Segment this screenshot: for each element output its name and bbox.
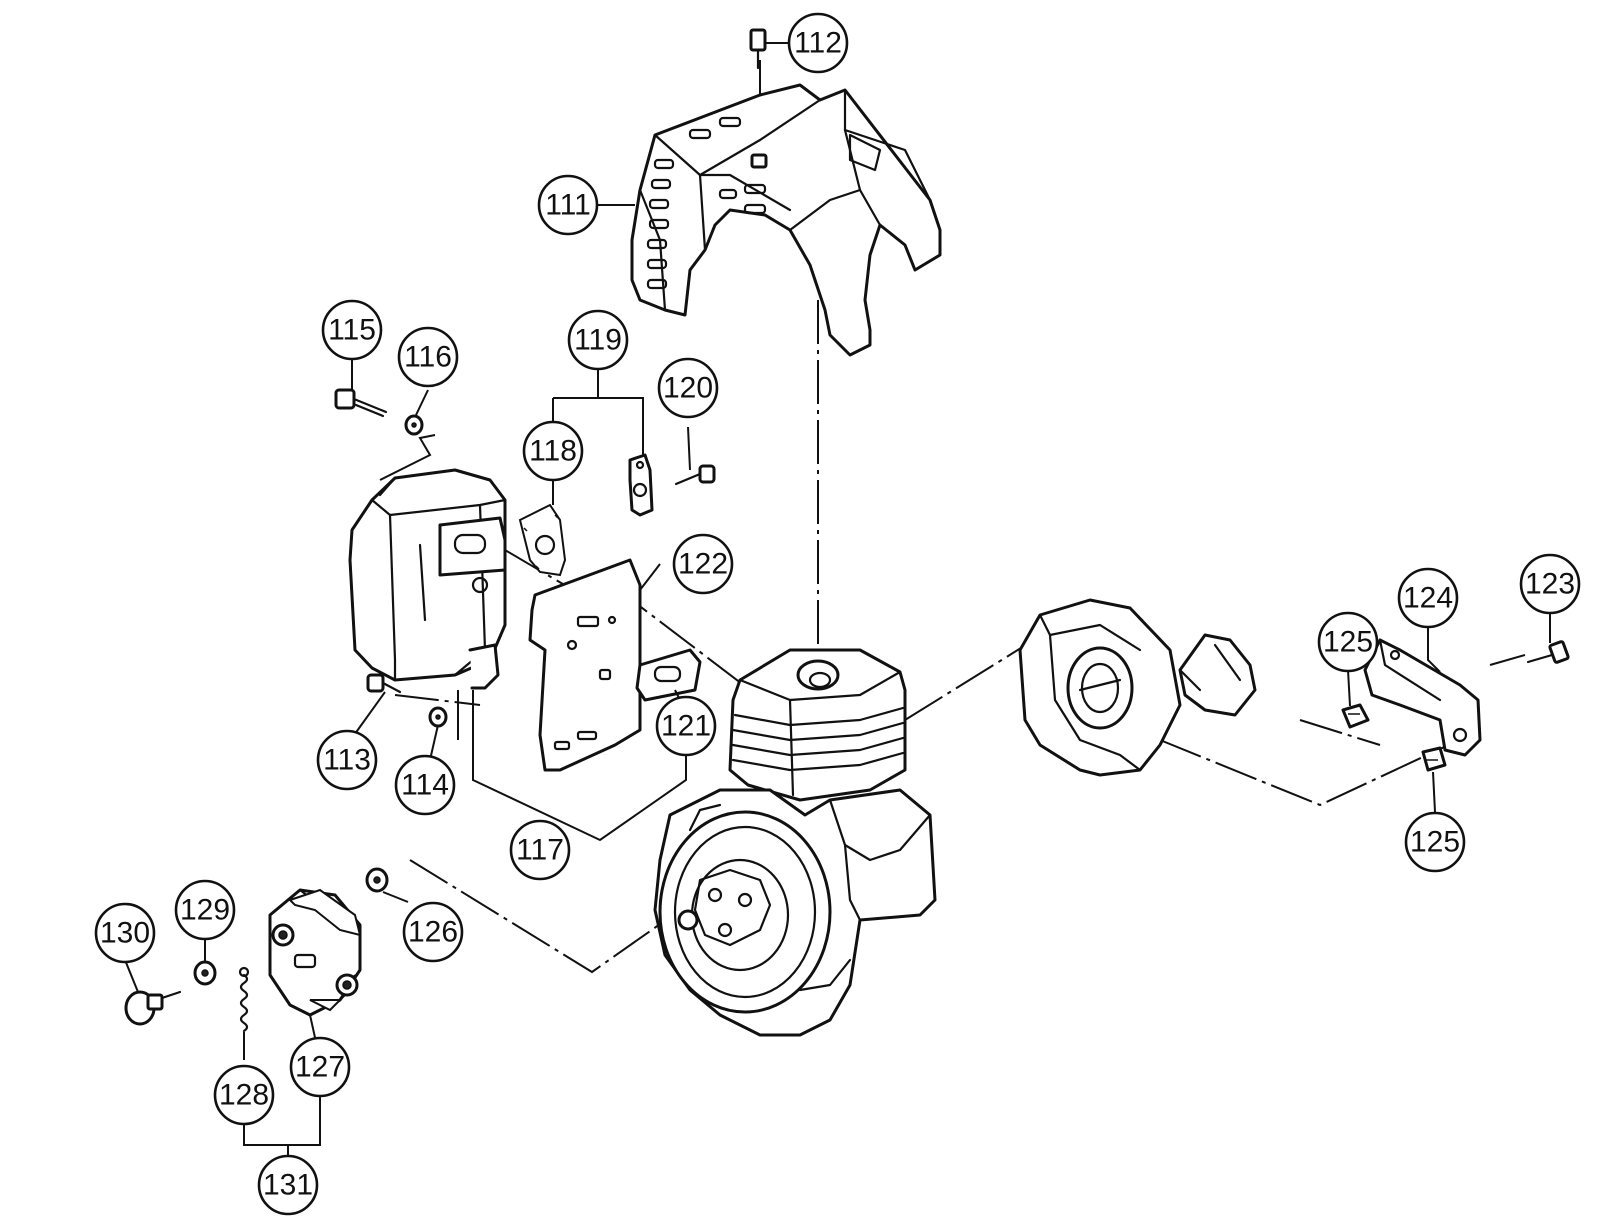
callout-label: 122	[678, 548, 728, 581]
washer-114-part	[428, 706, 448, 728]
muffler-part	[348, 468, 507, 690]
callout-116: 116	[397, 326, 459, 388]
callout-label: 126	[408, 916, 458, 949]
callout-111: 111	[537, 174, 599, 236]
callout-label: 124	[1403, 582, 1453, 615]
callout-127: 127	[289, 1036, 351, 1098]
callout-label: 130	[100, 917, 150, 950]
callout-122: 122	[672, 533, 734, 595]
muffler-gasket-part	[518, 503, 567, 577]
callout-label: 118	[529, 435, 577, 468]
callout-128: 128	[213, 1064, 275, 1126]
callout-label: 113	[323, 744, 371, 777]
callout-label: 123	[1525, 568, 1575, 601]
callout-label: 121	[661, 710, 711, 743]
callout-121: 121	[655, 695, 717, 757]
callout-label: 120	[663, 372, 713, 405]
washer-129-part	[193, 960, 217, 986]
callout-label: 117	[516, 834, 564, 867]
callout-label: 119	[574, 324, 622, 357]
callout-label: 125	[1323, 626, 1373, 659]
callout-118: 118	[522, 420, 584, 482]
bolt-113-part	[366, 673, 402, 694]
recoil-starter-part	[1018, 598, 1257, 777]
callout-125-upper: 125	[1317, 611, 1379, 673]
bracket-part	[1363, 638, 1482, 757]
bolt-120-part	[674, 464, 716, 486]
callout-label: 131	[263, 1169, 313, 1202]
callout-label: 114	[401, 769, 449, 802]
callout-117: 117	[509, 819, 571, 881]
washer-116-part	[404, 414, 424, 436]
gasket-121-part	[635, 648, 702, 702]
callout-114: 114	[394, 754, 456, 816]
screw-123-part	[1526, 640, 1570, 664]
callout-126: 126	[402, 901, 464, 963]
callout-label: 112	[794, 27, 842, 60]
callout-113: 113	[316, 729, 378, 791]
callout-124: 124	[1397, 567, 1459, 629]
callout-label: 125	[1410, 826, 1460, 859]
rubber-pad-parts	[1341, 703, 1447, 772]
callout-label: 128	[219, 1079, 269, 1112]
callout-label: 116	[404, 341, 452, 374]
spring-part	[238, 966, 250, 1033]
callout-123: 123	[1519, 553, 1581, 615]
heat-plate-part	[528, 558, 642, 772]
cover-screw-part	[749, 28, 768, 169]
callout-112: 112	[787, 12, 849, 74]
cover-vent-slots	[646, 116, 767, 290]
callout-label: 115	[328, 314, 376, 347]
muffler-stay-part	[628, 453, 654, 517]
callout-115: 115	[321, 299, 383, 361]
callout-131: 131	[257, 1154, 319, 1216]
bolt-130-part	[124, 990, 182, 1026]
washer-126-part	[365, 867, 389, 893]
callout-label: 111	[545, 189, 591, 222]
clutch-assembly-part	[268, 888, 362, 1017]
callout-120: 120	[657, 357, 719, 419]
bolt-115-part	[334, 388, 388, 418]
crankcase-part	[653, 788, 937, 1037]
callout-119: 119	[567, 309, 629, 371]
callout-label: 127	[295, 1051, 345, 1084]
callout-125-lower: 125	[1404, 811, 1466, 873]
engine-cylinder-part	[728, 648, 907, 802]
callout-129: 129	[174, 879, 236, 941]
callout-130: 130	[94, 902, 156, 964]
engine-cover-part	[630, 83, 942, 357]
callout-label: 129	[180, 894, 230, 927]
